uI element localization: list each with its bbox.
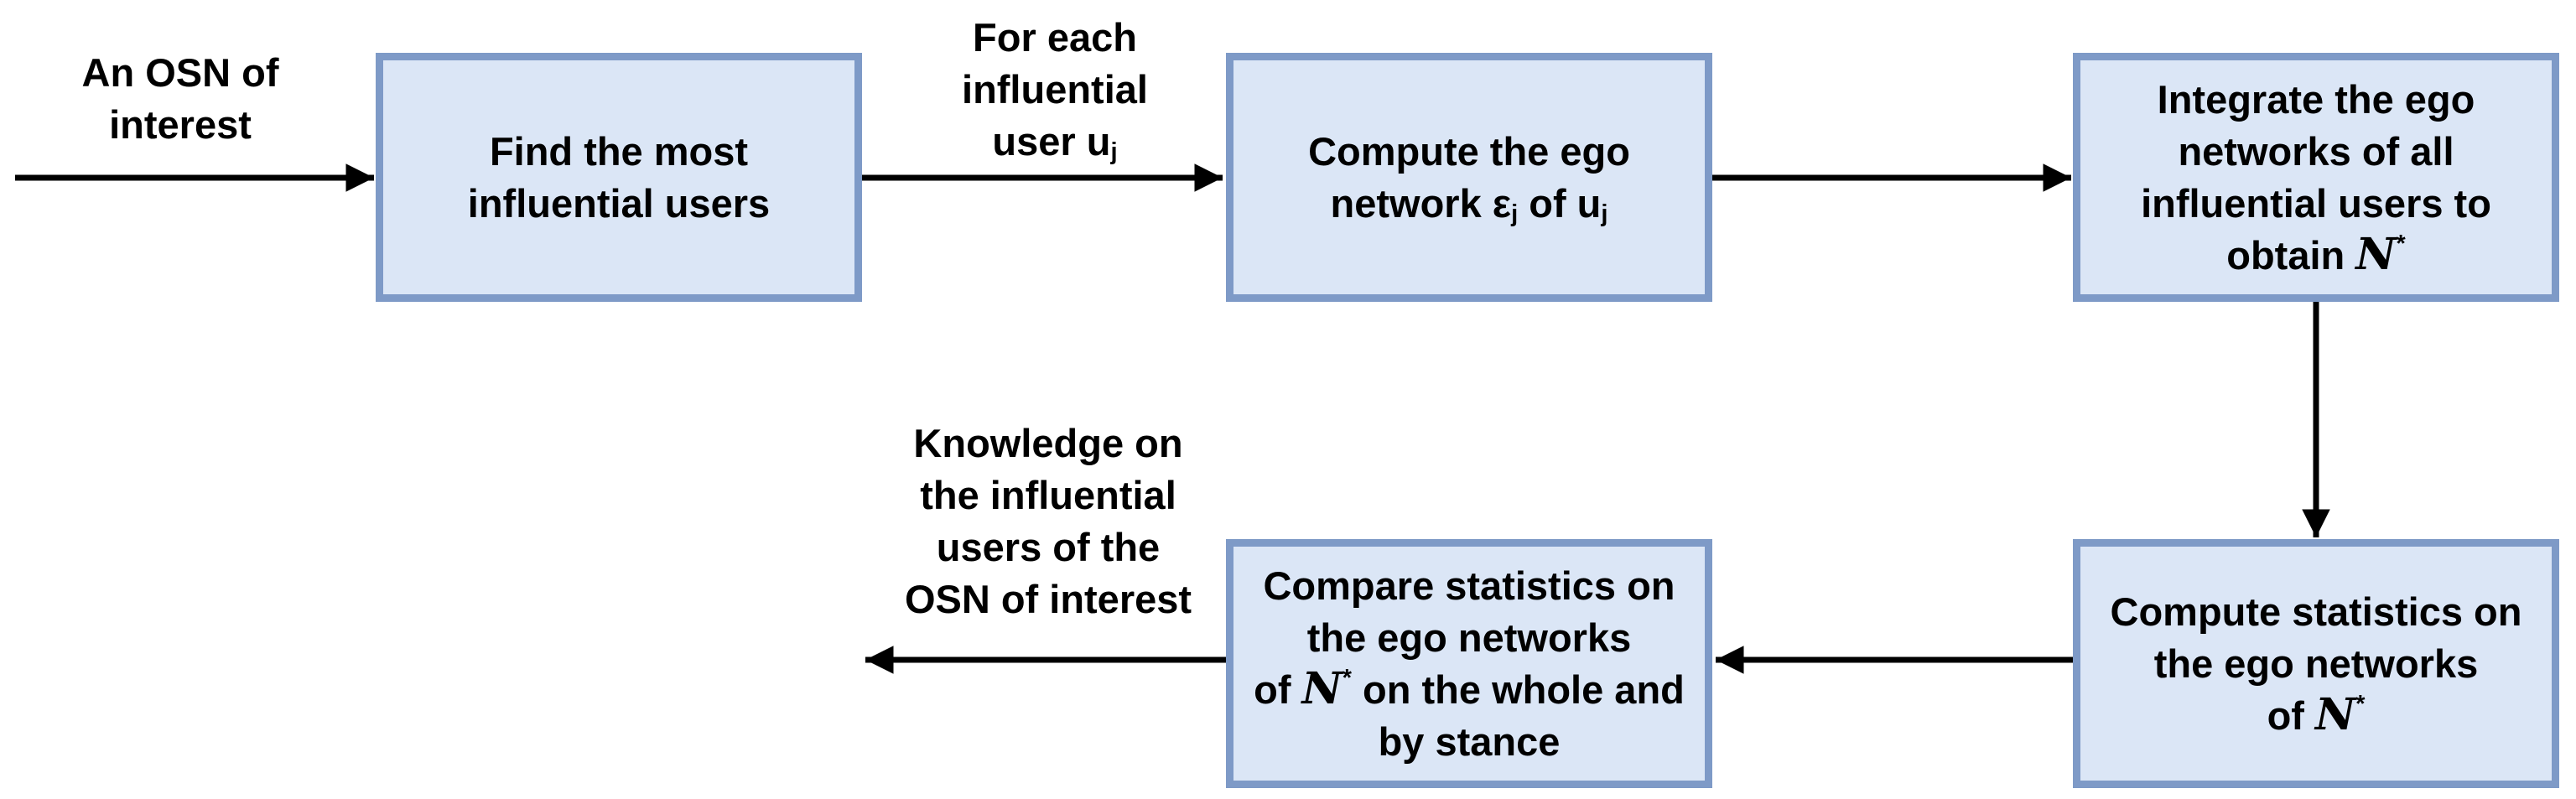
node-find-influential-users: Find the mostinfluential users — [376, 53, 862, 302]
label-for-each-influential-user: For eachinfluentialuser uj — [962, 15, 1148, 166]
node-compare-statistics-label: Compare statistics onthe ego networksof … — [1254, 563, 1685, 764]
node-integrate-ego-networks: Integrate the egonetworks of allinfluent… — [2073, 53, 2559, 302]
node-compute-statistics-label: Compute statistics onthe ego networksof … — [2110, 589, 2522, 740]
node-find-influential-users-label: Find the mostinfluential users — [467, 128, 771, 226]
node-compute-statistics: Compute statistics onthe ego networksof … — [2073, 539, 2559, 788]
node-compute-ego-network-label: Compute the egonetwork εj of uj — [1308, 128, 1630, 227]
node-integrate-ego-networks-label: Integrate the egonetworks of allinfluent… — [2141, 76, 2491, 280]
label-osn-of-interest: An OSN ofinterest — [81, 50, 279, 147]
node-compare-statistics: Compare statistics onthe ego networksof … — [1226, 539, 1712, 788]
label-knowledge-output: Knowledge onthe influentialusers of theO… — [904, 421, 1192, 621]
node-compute-ego-network: Compute the egonetwork εj of uj — [1226, 53, 1712, 302]
